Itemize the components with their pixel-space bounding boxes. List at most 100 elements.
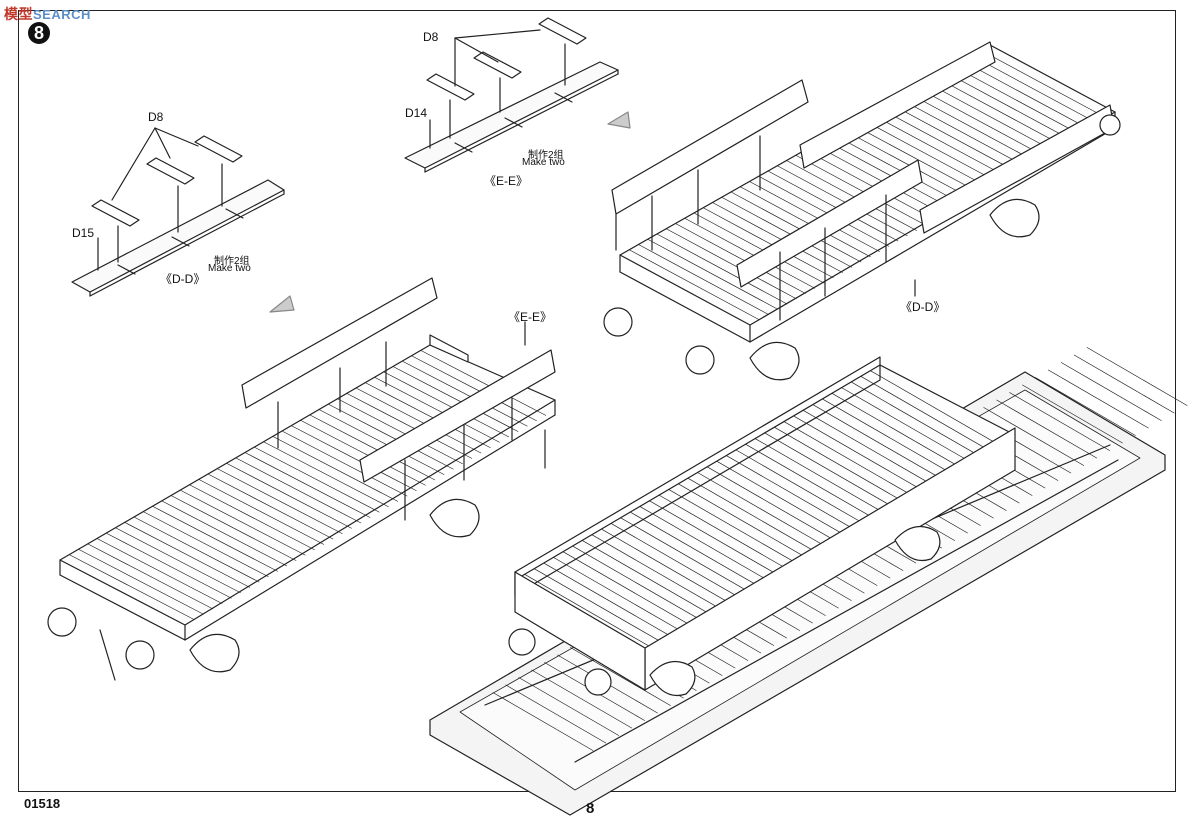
plank-line xyxy=(383,371,510,438)
plank-line xyxy=(764,432,896,509)
plank-line xyxy=(754,438,886,514)
plank-line xyxy=(87,543,214,610)
plank-line xyxy=(401,360,528,427)
plank-line xyxy=(337,398,463,465)
label-ee-callout: 《E-E》 xyxy=(508,310,553,324)
plank-line xyxy=(189,484,315,551)
plank-line xyxy=(786,160,917,231)
plank-line xyxy=(730,191,862,263)
label-dd-sub: 《D-D》 xyxy=(160,272,206,286)
plank-line xyxy=(562,551,694,628)
plank-line xyxy=(656,233,788,305)
plank-line xyxy=(253,446,380,513)
product-code: 01518 xyxy=(24,796,61,811)
plank-line xyxy=(745,443,876,520)
plank-line xyxy=(773,426,905,503)
side-board-top-right xyxy=(611,79,809,251)
plank-line xyxy=(971,55,1102,126)
label-make-two-cn-2: 制作2组 xyxy=(214,256,250,267)
plank-line xyxy=(492,692,594,751)
plank-line xyxy=(924,81,1056,153)
plank-line xyxy=(952,65,1084,137)
plank-line xyxy=(216,468,343,534)
plank-line xyxy=(980,49,1112,121)
plank-line xyxy=(263,441,389,508)
deck-planks-left xyxy=(68,350,547,620)
label-d8-left: D8 xyxy=(148,110,164,124)
plank-line xyxy=(712,202,843,273)
plank-line xyxy=(812,404,944,480)
deck-planks-right xyxy=(628,49,1112,321)
plank-line xyxy=(739,186,871,258)
plank-line xyxy=(281,430,408,497)
plank-line xyxy=(411,355,537,422)
plank-line xyxy=(161,500,288,567)
plank-line xyxy=(639,506,771,582)
plank-line xyxy=(870,370,1001,447)
plank-line xyxy=(629,511,761,588)
label-d8-top: D8 xyxy=(423,30,439,44)
plank-line xyxy=(649,500,780,577)
plank-line xyxy=(687,477,819,554)
side-board-front-left xyxy=(359,321,556,521)
plank-line xyxy=(850,381,982,458)
label-ee-sub: 《E-E》 xyxy=(484,174,529,188)
plank-line xyxy=(1047,369,1149,429)
plank-line xyxy=(804,149,936,221)
plank-line xyxy=(850,123,982,195)
plank-line xyxy=(170,495,297,561)
bogie-left-rear xyxy=(429,429,546,538)
plank-line xyxy=(1073,354,1175,414)
plank-line xyxy=(581,540,713,616)
plank-line xyxy=(570,647,671,706)
plank-line xyxy=(364,382,491,448)
side-board-top-left xyxy=(241,277,438,449)
plank-line xyxy=(860,375,992,452)
plank-line xyxy=(702,207,834,279)
plank-line xyxy=(961,60,1093,132)
plank-line xyxy=(1086,347,1188,406)
plank-line xyxy=(749,181,880,252)
plank-line xyxy=(697,472,828,548)
step-number: 8 xyxy=(33,23,44,43)
plank-line xyxy=(996,399,1098,459)
bogie-assembled-rear xyxy=(894,525,941,562)
plank-line xyxy=(290,425,417,491)
plank-line xyxy=(1060,362,1162,421)
plank-line xyxy=(601,528,732,605)
plank-line xyxy=(802,409,934,486)
plank-line xyxy=(198,479,325,545)
plank-line xyxy=(543,562,675,639)
plank-line xyxy=(822,398,953,475)
plank-line xyxy=(505,684,607,744)
deck-planks-assembled xyxy=(524,370,1001,650)
plank-line xyxy=(142,511,269,577)
plank-line xyxy=(628,249,760,321)
plank-line xyxy=(1035,377,1136,436)
plank-line xyxy=(684,217,816,289)
plank-line xyxy=(105,532,232,599)
plank-line xyxy=(735,449,867,526)
plank-line xyxy=(675,223,806,294)
flatcar-assembled xyxy=(508,356,1016,697)
label-d15: D15 xyxy=(72,226,95,240)
plank-line xyxy=(96,538,223,604)
plank-line xyxy=(793,415,924,492)
plank-line xyxy=(591,534,723,611)
bogie-assembled-front xyxy=(508,628,696,697)
step-number-badge: 8 xyxy=(28,22,50,44)
plank-line xyxy=(1009,392,1110,451)
plank-line xyxy=(823,139,954,210)
subassembly-dd xyxy=(71,127,285,297)
watermark: 模型SEARCH xyxy=(4,4,91,24)
plank-line xyxy=(758,175,890,247)
side-board-front-right xyxy=(736,159,923,321)
plank-line xyxy=(943,70,1075,142)
plank-line xyxy=(524,573,655,650)
label-make-two-en-1: Make two xyxy=(522,157,565,168)
plank-line xyxy=(610,523,742,599)
plank-line xyxy=(309,414,436,481)
flatcar-left xyxy=(47,277,556,681)
plank-line xyxy=(531,669,633,729)
plank-line xyxy=(235,457,362,524)
